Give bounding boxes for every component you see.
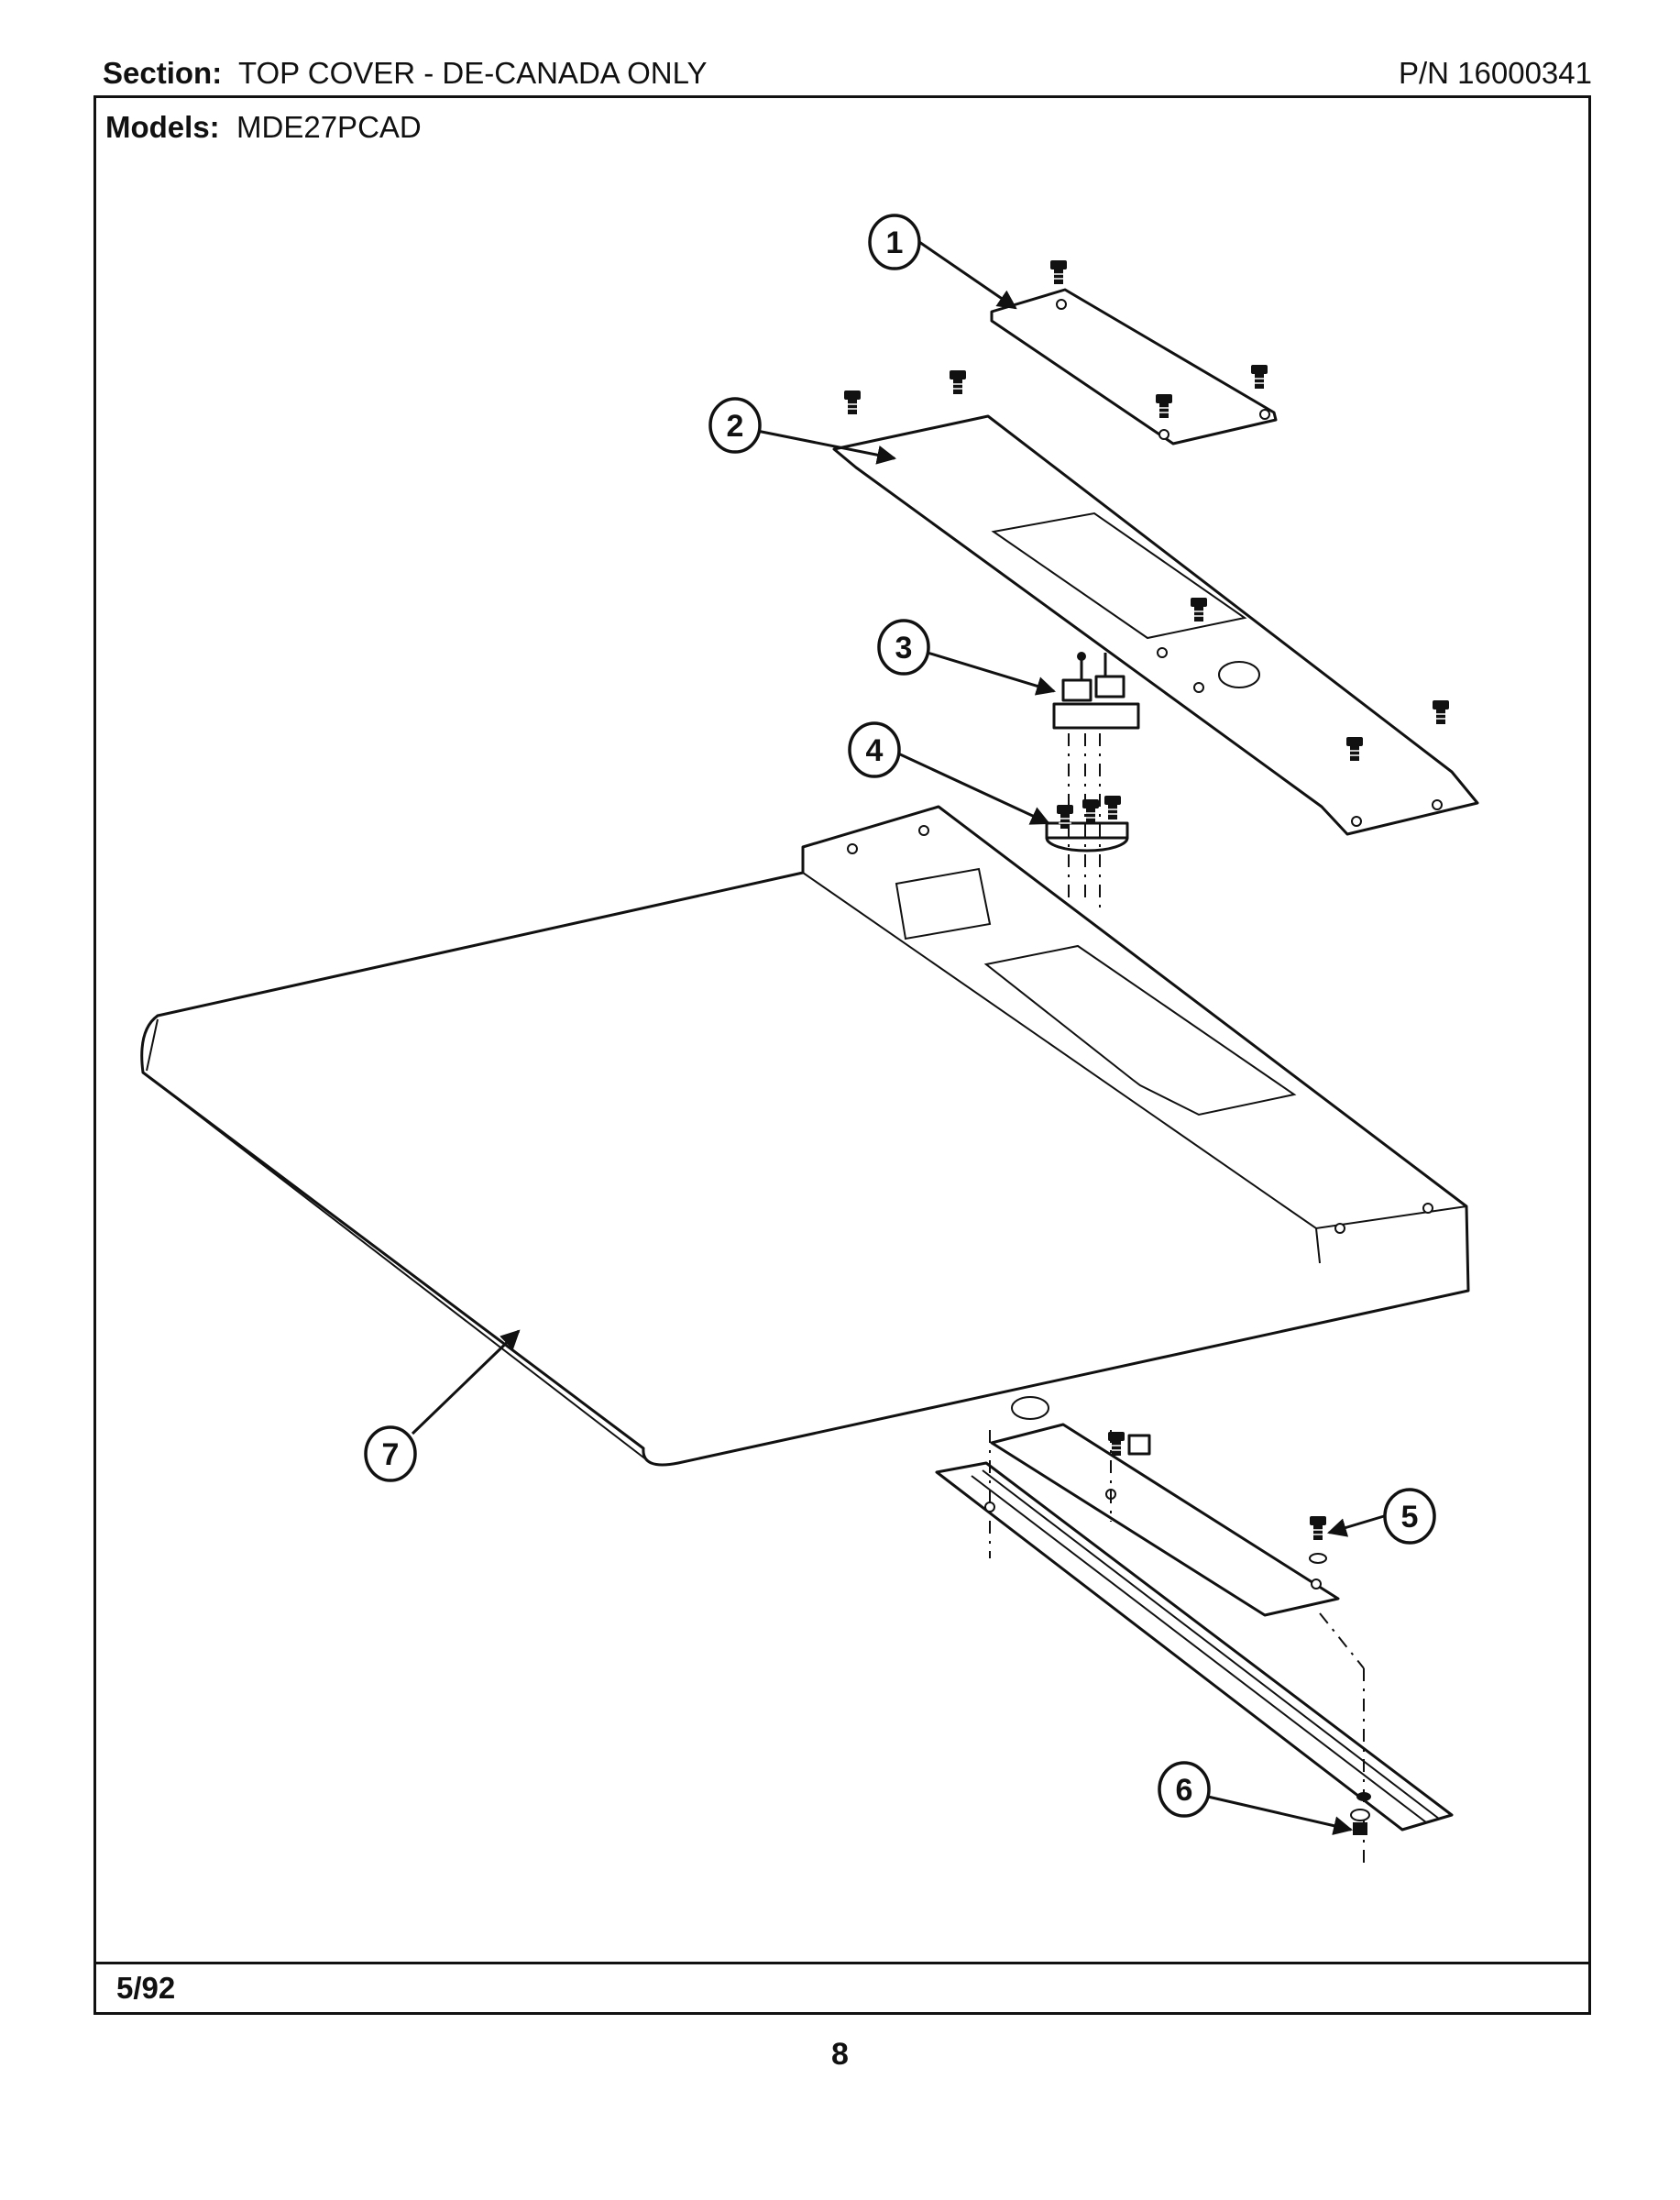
- part-4-switch-base: [1045, 795, 1129, 852]
- models-value: MDE27PCAD: [236, 110, 422, 144]
- svg-text:7: 7: [382, 1437, 400, 1472]
- callout-3: 3: [877, 619, 930, 676]
- diagram-frame: Models: MDE27PCAD 5/92: [93, 95, 1591, 2015]
- page-number: 8: [831, 2037, 849, 2072]
- models-heading: Models: MDE27PCAD: [105, 109, 422, 146]
- revision-date: 5/92: [116, 1971, 176, 2005]
- callout-1: 1: [868, 214, 921, 270]
- svg-text:1: 1: [886, 226, 904, 260]
- callout-6: 6: [1158, 1761, 1211, 1818]
- callout-2: 2: [708, 397, 762, 454]
- screw-icon: [949, 369, 967, 395]
- screw-icon: [1049, 259, 1068, 285]
- callout-7: 7: [364, 1425, 417, 1482]
- screw-icon: [1432, 699, 1450, 725]
- rear-rail-assembly: [935, 1396, 1454, 1832]
- screw-icon: [1104, 795, 1122, 820]
- section-heading: Section: TOP COVER - DE-CANADA ONLY: [103, 55, 708, 92]
- svg-text:3: 3: [895, 631, 913, 666]
- part-1-cover-plate: [990, 259, 1278, 446]
- part-5-screw: [1309, 1515, 1327, 1564]
- models-label: Models:: [105, 110, 220, 144]
- part-2-console-bracket: [832, 369, 1479, 836]
- svg-text:2: 2: [727, 409, 744, 444]
- screw-icon: [1250, 364, 1268, 390]
- part-3-terminal-block: [1052, 652, 1140, 730]
- part-7-top-cover: [140, 805, 1470, 1467]
- part-6-nut: [1350, 1792, 1371, 1835]
- screw-icon: [1309, 1515, 1327, 1541]
- screw-icon: [843, 390, 862, 415]
- section-value: TOP COVER - DE-CANADA ONLY: [237, 56, 708, 90]
- svg-text:4: 4: [866, 733, 884, 768]
- footer-divider: [96, 1962, 1588, 1964]
- svg-text:5: 5: [1401, 1500, 1419, 1534]
- callout-5: 5: [1383, 1488, 1436, 1545]
- section-label: Section:: [103, 56, 223, 90]
- svg-text:6: 6: [1176, 1773, 1193, 1808]
- callout-4: 4: [848, 721, 901, 778]
- part-number: P/N 16000341: [1398, 56, 1592, 90]
